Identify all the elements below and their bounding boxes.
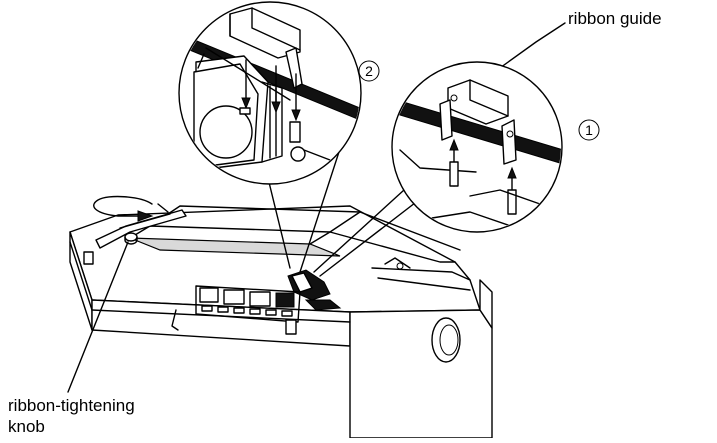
step-marker-1: 1 [578,119,600,141]
detail-circle-2 [178,1,362,185]
ribbon-tightening-knob [124,232,138,245]
rotation-arrow-icon [93,195,169,222]
knob-label-line1: ribbon-tightening [8,396,135,415]
step-marker-2: 2 [358,60,380,82]
knob-label-line2: knob [8,417,45,436]
ribbon-guide-label: ribbon guide [568,9,662,28]
detail-circle-1 [391,61,563,233]
step-number-2: 2 [365,63,373,79]
step-number-1: 1 [585,122,593,138]
